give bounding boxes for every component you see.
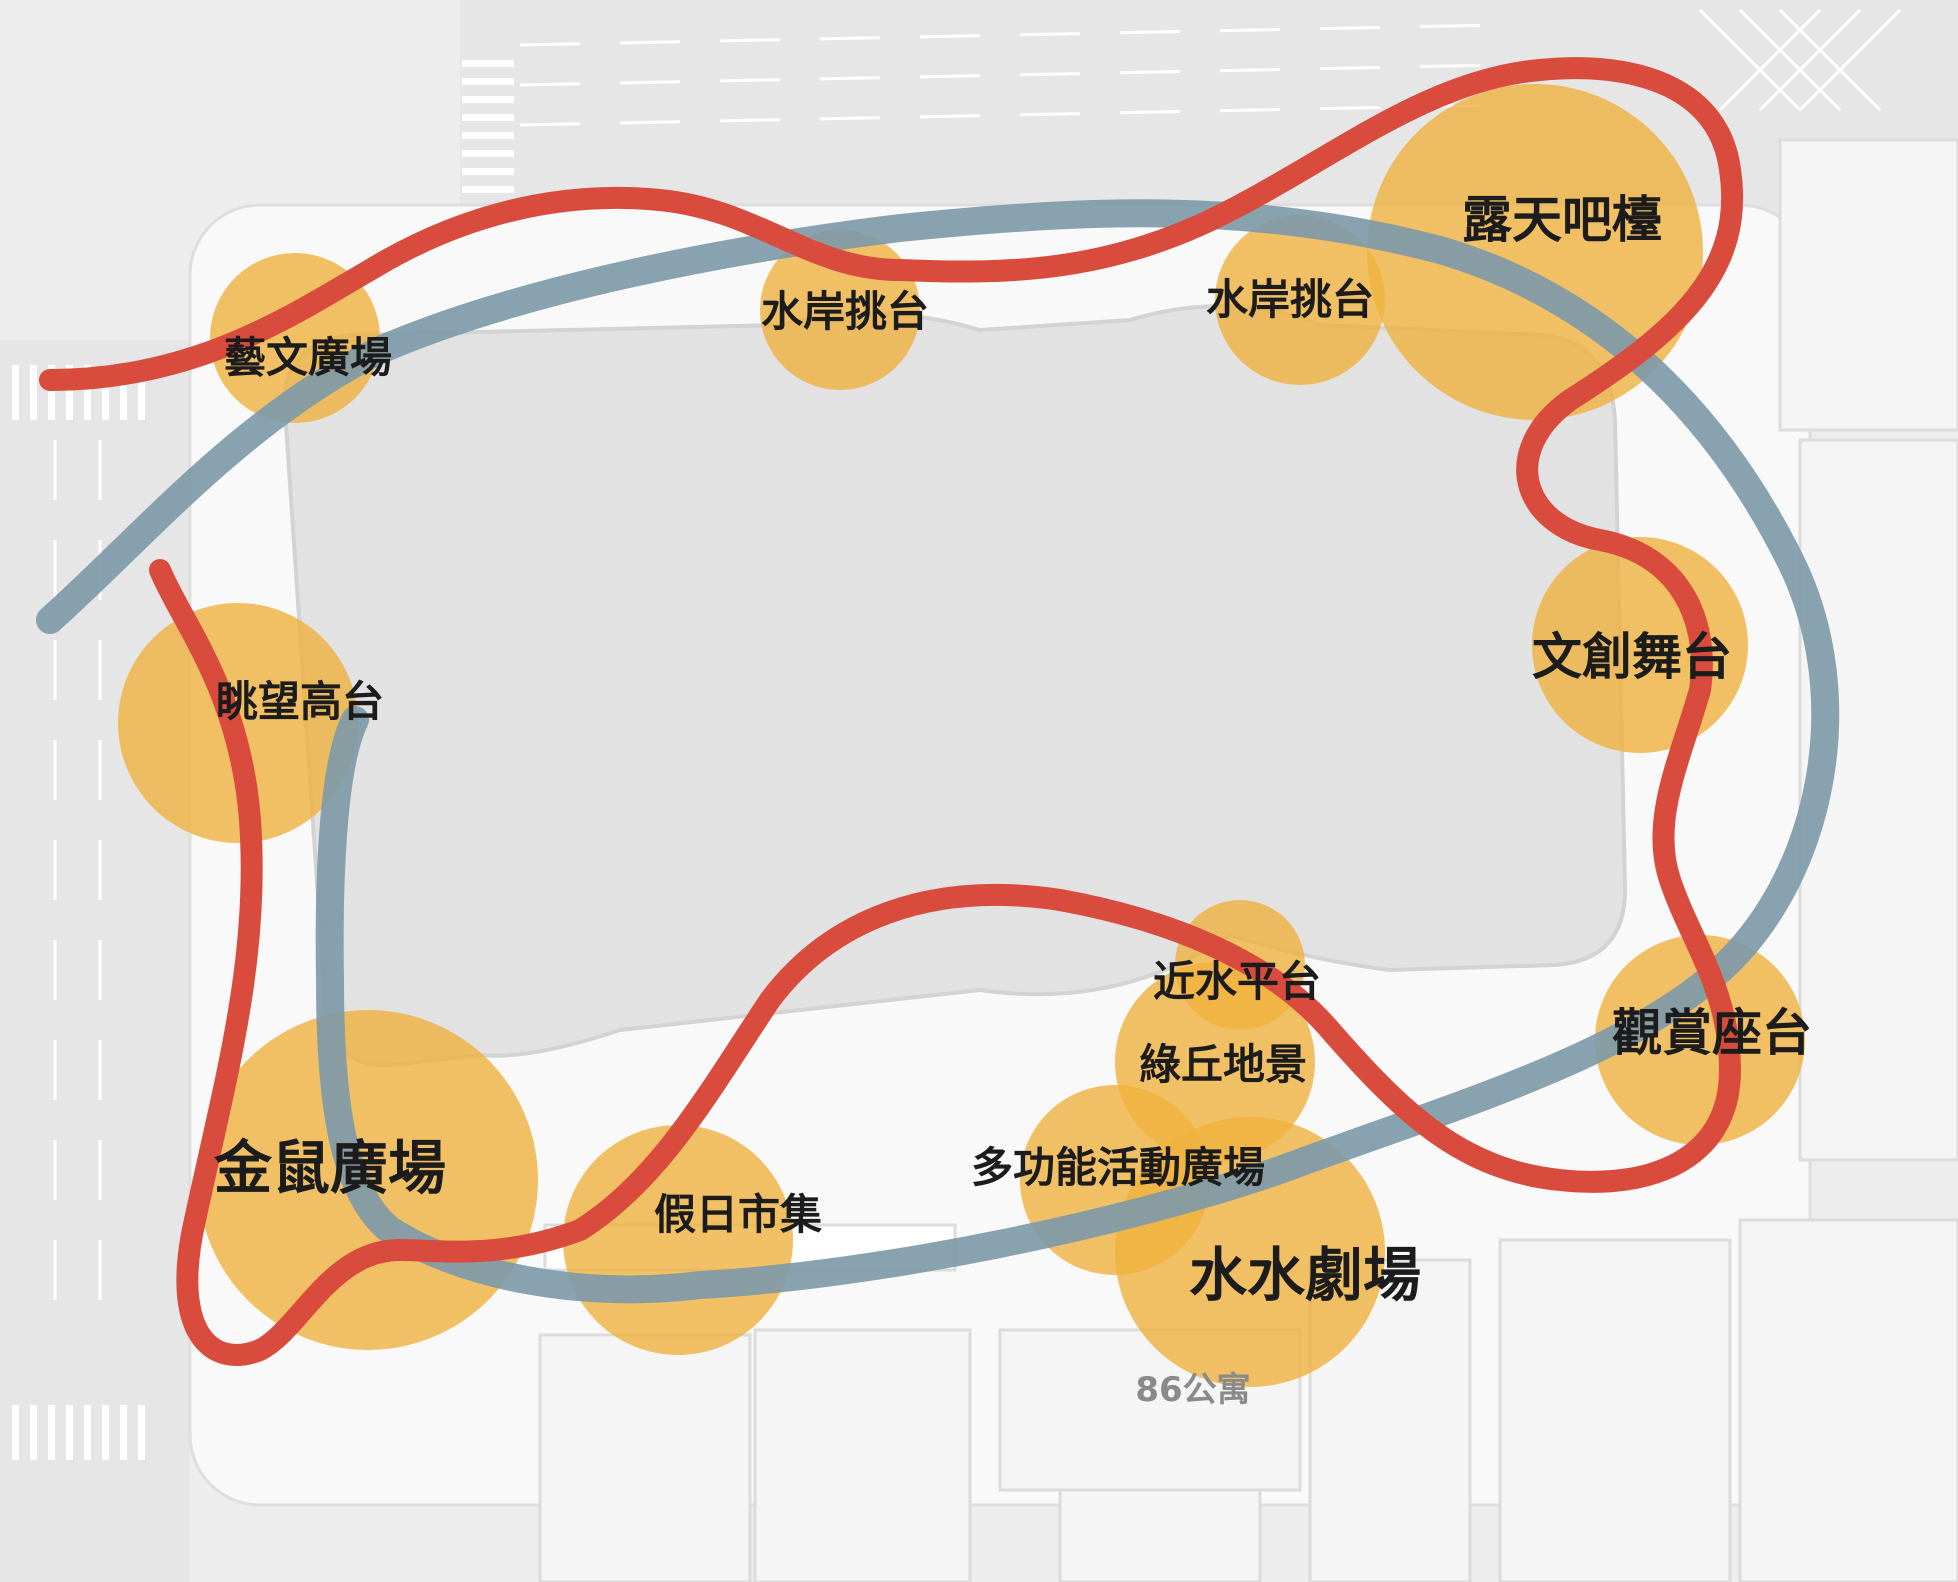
inner-block bbox=[282, 304, 1628, 1068]
crosswalk-left-bottom bbox=[12, 1405, 145, 1460]
label-green-hill: 綠丘地景 bbox=[1138, 1040, 1308, 1089]
red-route bbox=[39, 57, 1744, 1366]
label-open-air-bar: 露天吧檯 bbox=[1462, 191, 1662, 249]
crosswalk-top bbox=[462, 60, 514, 193]
label-multi-function-plaza: 多功能活動廣場 bbox=[970, 1143, 1266, 1192]
label-water-theater: 水水劇場 bbox=[1188, 1241, 1422, 1309]
label-creative-stage: 文創舞台 bbox=[1532, 628, 1732, 686]
label-lookout-platform: 眺望高台 bbox=[215, 677, 385, 726]
label-yiwen-plaza: 藝文廣場 bbox=[223, 333, 393, 382]
label-weekend-market: 假日市集 bbox=[653, 1190, 823, 1239]
surrounding-buildings bbox=[538, 138, 1958, 1582]
circle-water-theater bbox=[1115, 1117, 1385, 1387]
circle-weekend-market bbox=[563, 1125, 793, 1355]
circle-waterfront-deck-2 bbox=[1215, 215, 1385, 385]
left-road bbox=[0, 340, 190, 1582]
label-viewing-seating: 觀賞座台 bbox=[1612, 1004, 1812, 1062]
label-golden-rat-plaza: 金鼠廣場 bbox=[213, 1134, 447, 1202]
label-apartment-86: 86公寓 bbox=[1135, 1370, 1251, 1410]
label-near-water-platform: 近水平台 bbox=[1152, 957, 1322, 1006]
circle-viewing-seating bbox=[1595, 935, 1805, 1145]
crosswalk-left-top bbox=[12, 365, 145, 420]
label-waterfront-deck-2: 水岸挑台 bbox=[1205, 275, 1375, 324]
crosswalk-top-right bbox=[1698, 8, 1902, 112]
blue-route bbox=[36, 199, 1840, 1304]
label-waterfront-deck-1: 水岸挑台 bbox=[760, 287, 930, 336]
